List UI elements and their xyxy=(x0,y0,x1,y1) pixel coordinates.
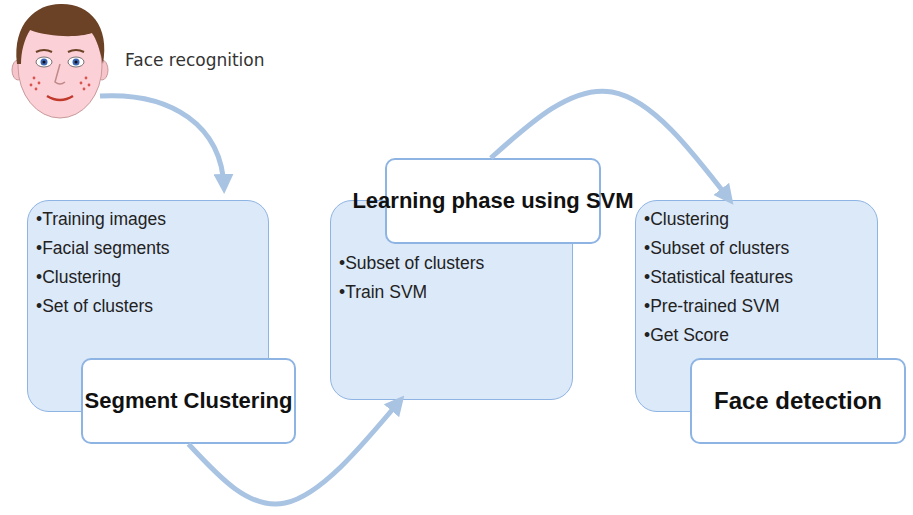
bullet-item: •Training images xyxy=(36,205,268,234)
step-heading-box: Segment Clustering xyxy=(81,358,296,444)
bullet-item: •Facial segments xyxy=(36,234,268,263)
bullet-item: •Get Score xyxy=(644,321,877,350)
caption-label: Face recognition xyxy=(125,50,265,70)
face-illustration xyxy=(12,4,108,118)
bullet-item: •Pre-trained SVM xyxy=(644,292,877,321)
bullet-item: •Subset of clusters xyxy=(339,249,572,278)
bullet-item: •Clustering xyxy=(36,263,268,292)
step-title: Face detection xyxy=(714,386,882,416)
step-panel: Learning phase using SVM•Subset of clust… xyxy=(330,200,573,400)
bullet-item: •Statistical features xyxy=(644,263,877,292)
bullet-item: •Clustering xyxy=(644,205,877,234)
step-title: Learning phase using SVM xyxy=(352,187,633,215)
flow-arrow xyxy=(100,96,224,188)
step-heading-box: Face detection xyxy=(690,358,906,444)
bullet-item: •Set of clusters xyxy=(36,292,268,321)
bullet-item: •Train SVM xyxy=(339,278,572,307)
step-panel: Segment Clustering•Training images•Facia… xyxy=(27,200,269,412)
step-heading-box: Learning phase using SVM xyxy=(385,158,601,244)
flow-arrow xyxy=(491,91,730,200)
step-title: Segment Clustering xyxy=(85,387,293,415)
flow-arrow xyxy=(189,400,401,504)
bullet-item: •Subset of clusters xyxy=(644,234,877,263)
step-panel: Face detection•Clustering•Subset of clus… xyxy=(635,200,878,412)
